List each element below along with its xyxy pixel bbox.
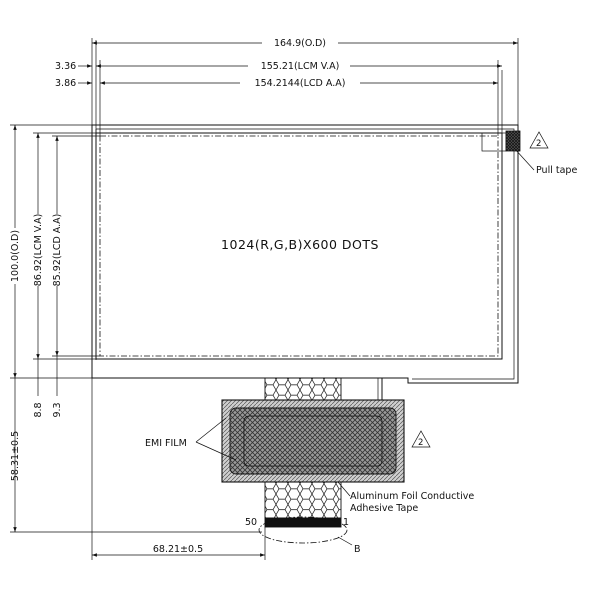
bottom-offset-aa-label: 9.3 (52, 402, 63, 417)
bottom-offset-va-label: 8.8 (33, 402, 44, 417)
pull-tape-label: Pull tape (536, 165, 577, 176)
lcm-va-height-label: 86.92(LCM V.A) (33, 214, 44, 287)
revision-mark-2: 2 (411, 430, 431, 448)
module-outline (91, 124, 519, 384)
fpc-upper (264, 377, 342, 401)
lcd-aa-width-label: 154.2144(LCD A.A) (255, 78, 346, 89)
svg-text:2: 2 (418, 438, 423, 448)
svg-text:2: 2 (536, 139, 541, 149)
foil-tape-leader (337, 481, 351, 497)
resolution-label: 1024(R,G,B)X600 DOTS (221, 237, 379, 252)
fpc-position-dimension (91, 378, 266, 560)
pin-1-label: 1 (343, 517, 349, 528)
pin-50-label: 50 (245, 517, 257, 528)
detail-b-marker (258, 516, 353, 546)
left-dimensions (10, 124, 262, 533)
outline-width-label: 164.9(O.D) (274, 38, 326, 49)
revision-mark-1: 2 (529, 131, 549, 149)
active-area (95, 40, 503, 360)
emi-film (221, 399, 405, 483)
fpc-position-label: 68.21±0.5 (153, 544, 203, 555)
emi-film-leaders (195, 417, 237, 461)
left-offset-aa-label: 3.86 (55, 78, 76, 89)
emi-film-label: EMI FILM (145, 438, 187, 449)
fpc-length-label: 58.31±0.5 (10, 431, 21, 481)
pull-tape (481, 130, 521, 152)
pull-tape-leader (513, 147, 535, 171)
foil-tape-label-line2: Adhesive Tape (350, 503, 418, 514)
lcm-va-width-label: 155.21(LCM V.A) (261, 61, 340, 72)
left-offset-va-label: 3.36 (55, 61, 76, 72)
detail-b-label: B (354, 544, 361, 555)
outline-height-label: 100.0(O.D) (10, 230, 21, 282)
fpc-lower (264, 481, 342, 528)
foil-tape-label-line1: Aluminum Foil Conductive (350, 491, 474, 502)
lcd-aa-height-label: 85.92(LCD A.A) (52, 214, 63, 287)
